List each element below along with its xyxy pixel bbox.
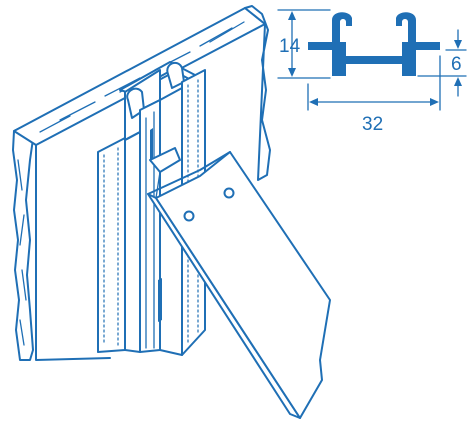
dimension-height-total xyxy=(277,9,331,79)
dimension-height-lower xyxy=(417,29,467,97)
profile-cross-section xyxy=(308,12,440,77)
hinged-flap xyxy=(147,147,331,419)
dimension-width xyxy=(307,55,441,111)
dimension-label-6: 6 xyxy=(451,54,462,75)
dimension-label-14: 14 xyxy=(279,36,301,57)
wall-panel xyxy=(12,5,271,361)
profile-shape xyxy=(308,12,440,77)
dimension-label-32: 32 xyxy=(362,114,383,135)
